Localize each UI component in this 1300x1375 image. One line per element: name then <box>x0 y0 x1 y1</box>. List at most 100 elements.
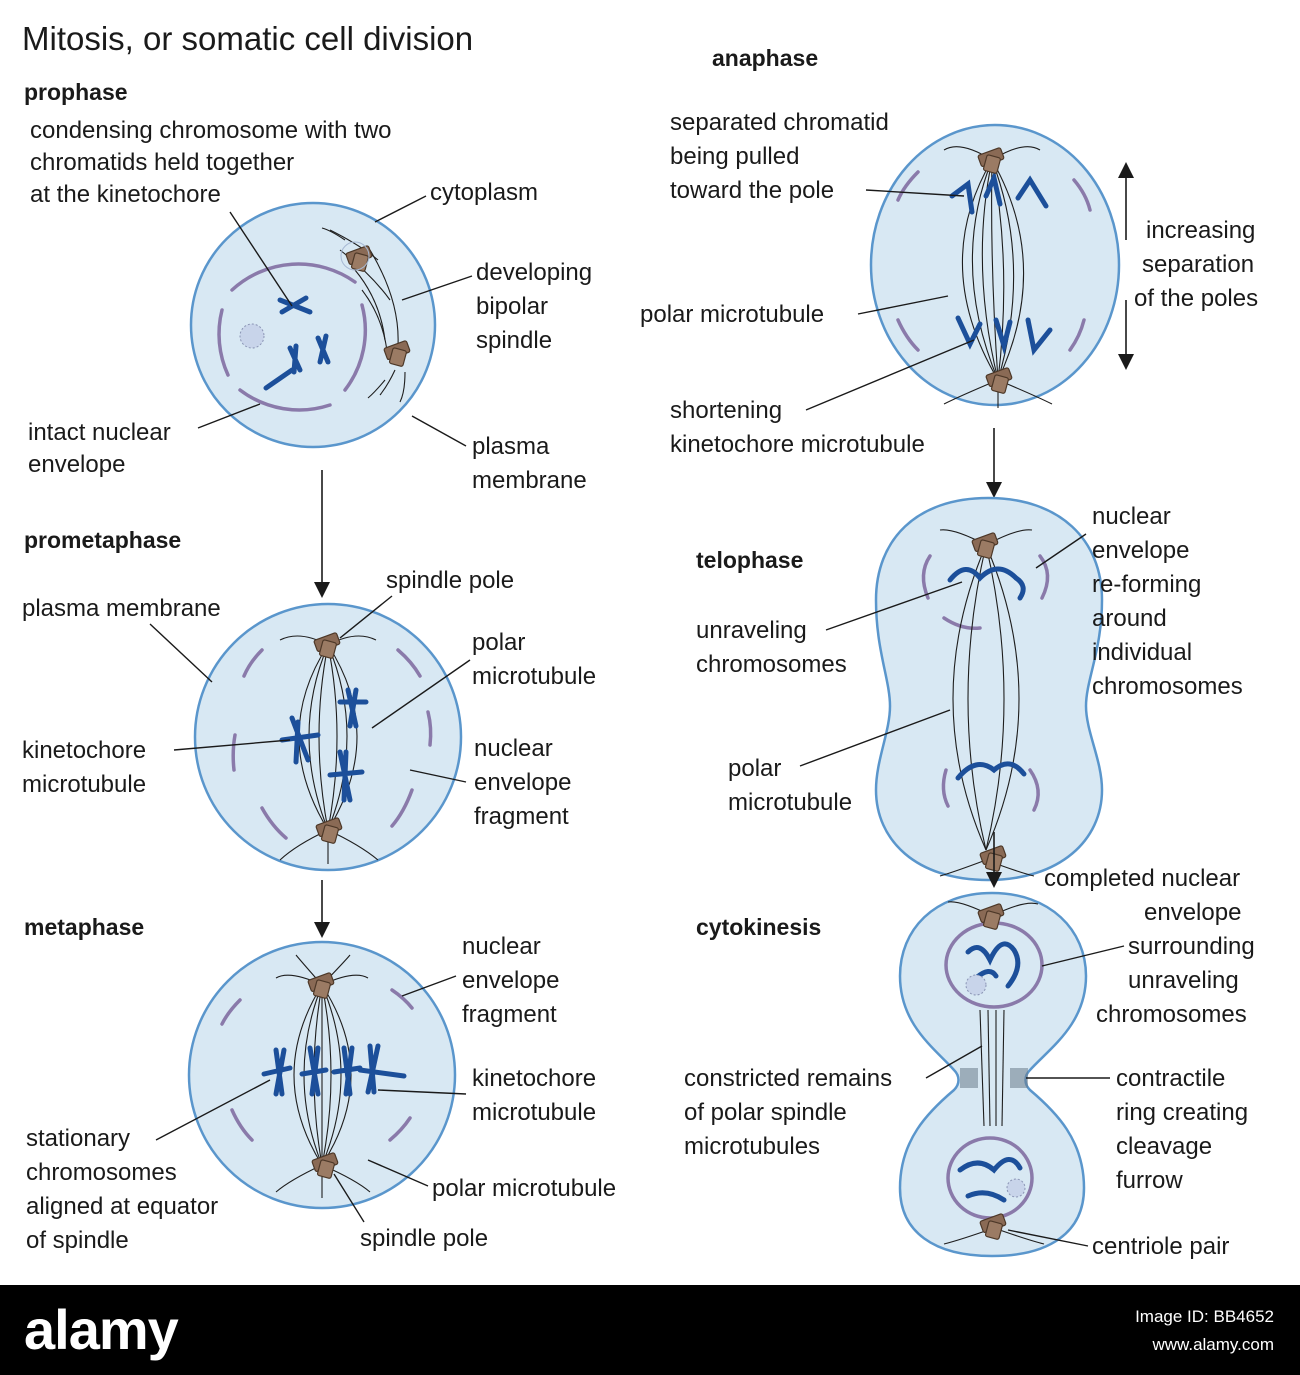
svg-text:microtubule: microtubule <box>22 771 146 798</box>
svg-text:furrow: furrow <box>1116 1167 1183 1194</box>
prometaphase-cell <box>193 602 463 872</box>
nuclear-envelope <box>217 262 368 412</box>
contractile-ring <box>960 1068 1028 1088</box>
label-cyt-constricted: constricted remains of polar spindle mic… <box>684 1045 983 1160</box>
svg-text:at the kinetochore: at the kinetochore <box>30 181 221 208</box>
svg-text:increasing: increasing <box>1146 217 1255 244</box>
label-prm-fragment: nuclear envelope fragment <box>409 735 571 830</box>
svg-text:aligned at equator: aligned at equator <box>26 1193 218 1220</box>
metaphase-cell <box>187 940 457 1210</box>
label-prm-polar: polar microtubule <box>371 629 596 729</box>
svg-text:plasma membrane: plasma membrane <box>22 595 221 622</box>
svg-text:fragment: fragment <box>462 1001 557 1028</box>
page-title: Mitosis, or somatic cell division <box>22 20 473 57</box>
website: www.alamy.com <box>1152 1335 1274 1354</box>
telophase-cell <box>874 496 1104 882</box>
svg-text:unraveling: unraveling <box>1128 967 1239 994</box>
svg-text:envelope: envelope <box>1092 537 1189 564</box>
svg-text:nuclear: nuclear <box>462 933 541 960</box>
label-cyt-centriole: centriole pair <box>1007 1229 1229 1260</box>
label-ana-polar: polar microtubule <box>640 295 949 328</box>
label-met-stationary: stationary chromosomes aligned at equato… <box>26 1079 271 1254</box>
svg-text:microtubules: microtubules <box>684 1133 820 1160</box>
label-prm-spindle-pole: spindle pole <box>339 567 514 639</box>
svg-text:chromosomes: chromosomes <box>696 651 847 678</box>
chromosomes <box>261 1043 407 1097</box>
svg-text:chromatids held together: chromatids held together <box>30 149 294 176</box>
label-pro-spindle: developing bipolar spindle <box>401 259 592 354</box>
svg-text:envelope: envelope <box>462 967 559 994</box>
svg-text:polar microtubule: polar microtubule <box>432 1175 616 1202</box>
chromosomes <box>263 295 331 391</box>
svg-text:constricted remains: constricted remains <box>684 1065 892 1092</box>
prophase-cell <box>189 201 437 449</box>
label-cyt-completed: completed nuclear envelope surrounding u… <box>1041 865 1255 1028</box>
chromosomes <box>279 687 369 803</box>
phase-telophase: telophase <box>696 547 803 573</box>
label-prm-kinetochore: kinetochore microtubule <box>22 737 291 798</box>
svg-text:shortening: shortening <box>670 397 782 424</box>
label-pro-membrane: plasma membrane <box>411 415 587 494</box>
nuclear-envelope-fragments <box>220 988 414 1142</box>
svg-text:kinetochore: kinetochore <box>472 1065 596 1092</box>
spindle-remnants <box>979 1009 1005 1127</box>
svg-text:envelope: envelope <box>474 769 571 796</box>
svg-text:polar: polar <box>728 755 781 782</box>
svg-text:completed nuclear: completed nuclear <box>1044 865 1240 892</box>
svg-text:fragment: fragment <box>474 803 569 830</box>
label-pro-chromosome: condensing chromosome with two chromatid… <box>30 117 392 307</box>
image-id: Image ID: BB4652 <box>1135 1307 1274 1326</box>
mitosis-diagram: Mitosis, or somatic cell division propha… <box>22 20 1258 1260</box>
plasma-membrane <box>898 891 1088 1258</box>
label-tel-polar: polar microtubule <box>728 709 951 816</box>
svg-text:polar: polar <box>472 629 525 656</box>
svg-text:membrane: membrane <box>472 467 587 494</box>
svg-text:spindle: spindle <box>476 327 552 354</box>
svg-text:kinetochore microtubule: kinetochore microtubule <box>670 431 925 458</box>
chromosomes <box>947 566 1027 781</box>
plasma-membrane <box>189 201 437 449</box>
svg-text:individual: individual <box>1092 639 1192 666</box>
svg-text:cytoplasm: cytoplasm <box>430 179 538 206</box>
svg-text:condensing chromosome with two: condensing chromosome with two <box>30 117 392 144</box>
chromosomes <box>949 170 1053 356</box>
svg-text:plasma: plasma <box>472 433 550 460</box>
plasma-membrane <box>869 123 1121 407</box>
nuclear-envelope-fragments <box>231 648 433 840</box>
svg-text:chromosomes: chromosomes <box>1092 673 1243 700</box>
svg-text:polar microtubule: polar microtubule <box>640 301 824 328</box>
svg-text:cleavage: cleavage <box>1116 1133 1212 1160</box>
svg-text:bipolar: bipolar <box>476 293 548 320</box>
svg-text:of polar spindle: of polar spindle <box>684 1099 847 1126</box>
label-met-polar: polar microtubule <box>367 1159 616 1202</box>
label-tel-nuclear: nuclear envelope re-forming around indiv… <box>1035 503 1243 700</box>
svg-text:of the poles: of the poles <box>1134 285 1258 312</box>
svg-text:developing: developing <box>476 259 592 286</box>
svg-text:stationary: stationary <box>26 1125 130 1152</box>
phase-anaphase: anaphase <box>712 45 818 71</box>
svg-text:intact nuclear: intact nuclear <box>28 419 171 446</box>
svg-text:chromosomes: chromosomes <box>26 1159 177 1186</box>
nucleolus <box>239 323 265 349</box>
label-met-spindle-pole: spindle pole <box>333 1173 488 1252</box>
svg-text:envelope: envelope <box>28 451 125 478</box>
centrosome <box>340 241 370 271</box>
label-pro-cytoplasm: cytoplasm <box>374 179 538 223</box>
cytokinesis-cell <box>898 891 1088 1258</box>
svg-text:toward the pole: toward the pole <box>670 177 834 204</box>
svg-text:microtubule: microtubule <box>472 663 596 690</box>
phase-metaphase: metaphase <box>24 914 144 940</box>
nucleolus-top <box>965 974 987 996</box>
label-ana-chromatid: separated chromatid being pulled toward … <box>670 109 965 204</box>
nucleolus-bottom <box>1006 1178 1026 1198</box>
svg-text:unraveling: unraveling <box>696 617 807 644</box>
svg-text:chromosomes: chromosomes <box>1096 1001 1247 1028</box>
svg-text:microtubule: microtubule <box>728 789 852 816</box>
label-ana-increasing: increasing separation of the poles <box>1118 162 1258 370</box>
svg-text:microtubule: microtubule <box>472 1099 596 1126</box>
label-ana-shortening: shortening kinetochore microtubule <box>670 339 975 458</box>
svg-text:ring creating: ring creating <box>1116 1099 1248 1126</box>
spindle <box>279 635 379 864</box>
label-pro-envelope: intact nuclear envelope <box>28 403 261 478</box>
alamy-logo: alamy <box>24 1298 179 1361</box>
